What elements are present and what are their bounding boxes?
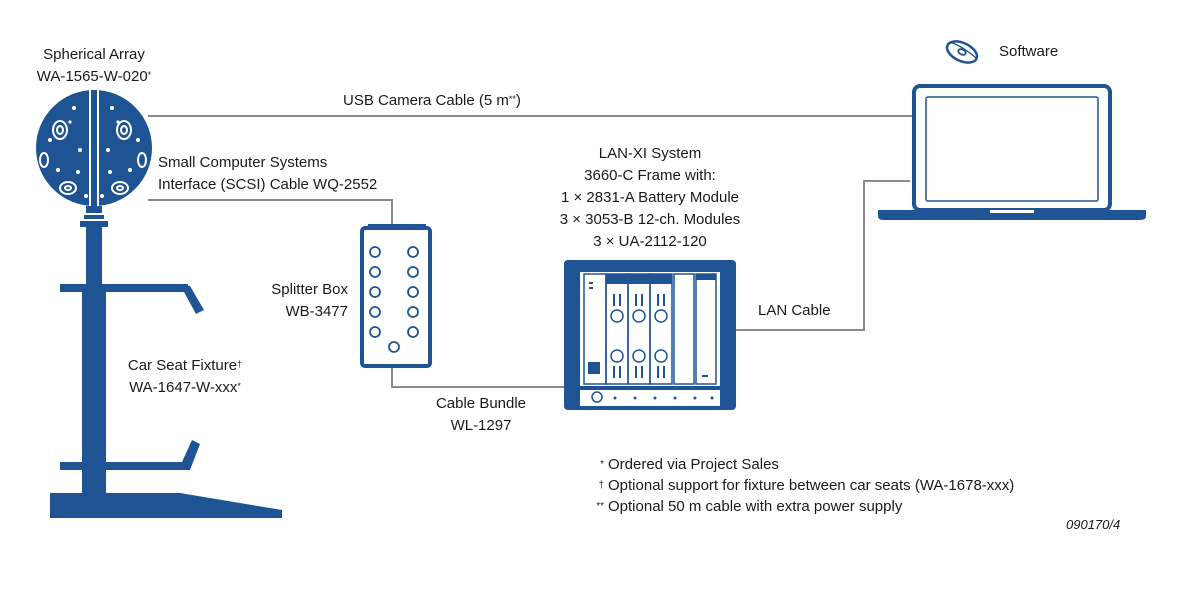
lan-xi-line-3: 1 × 2831-A Battery Module (560, 189, 740, 206)
footnotes: *Ordered via Project Sales †Optional sup… (588, 454, 1014, 517)
splitter-code: WB-3477 (285, 303, 348, 320)
lan-xi-line-1: LAN-XI System (598, 145, 702, 162)
fixture-code: WA-1647-W-xxx* (129, 379, 241, 396)
footnote-3: **Optional 50 m cable with extra power s… (596, 498, 903, 515)
splitter-box-label: Splitter Box WB-3477 (230, 279, 348, 323)
array-code: WA-1565-W-020* (36, 68, 152, 85)
laptop (878, 84, 1146, 220)
software-label: Software (999, 43, 1059, 60)
array-name: Spherical Array (43, 46, 145, 63)
lan-cable-label: LAN Cable (758, 302, 831, 319)
cable-bundle (391, 366, 566, 388)
scsi-line-2: Interface (SCSI) Cable WQ-2552 (158, 176, 378, 193)
lan-xi-line-2: 3660-C Frame with: (584, 167, 716, 184)
footnote-1: *Ordered via Project Sales (600, 456, 779, 473)
scsi-cable (148, 199, 393, 224)
lan-xi-frame (564, 260, 736, 410)
lan-xi-line-4: 3 × 3053-B 12-ch. Modules (559, 211, 741, 228)
cable-bundle-label: Cable Bundle WL-1297 (416, 393, 546, 437)
bundle-name: Cable Bundle (435, 395, 527, 412)
splitter-name: Splitter Box (271, 281, 348, 298)
disc-icon (945, 40, 979, 64)
lan-cable (734, 180, 910, 331)
splitter-box (360, 224, 432, 368)
car-seat-fixture (50, 221, 282, 518)
footnote-2: †Optional support for fixture between ca… (598, 477, 1015, 494)
spherical-array (36, 90, 152, 219)
usb-cable-label: USB Camera Cable (5 m**) (343, 92, 521, 109)
fixture-name: Car Seat Fixture† (127, 357, 243, 374)
lan-xi-line-5: 3 × UA-2112-120 (593, 233, 707, 250)
spherical-array-label: Spherical Array WA-1565-W-020* (4, 44, 184, 88)
scsi-cable-label: Small Computer Systems Interface (SCSI) … (158, 152, 377, 196)
cables (148, 115, 914, 388)
figure-code: 090170/4 (1066, 517, 1121, 532)
scsi-line-1: Small Computer Systems (158, 154, 328, 171)
bundle-code: WL-1297 (450, 417, 512, 434)
lan-xi-label: LAN-XI System 3660-C Frame with: 1 × 283… (535, 143, 765, 253)
car-seat-fixture-label: Car Seat Fixture† WA-1647-W-xxx* (100, 355, 270, 399)
